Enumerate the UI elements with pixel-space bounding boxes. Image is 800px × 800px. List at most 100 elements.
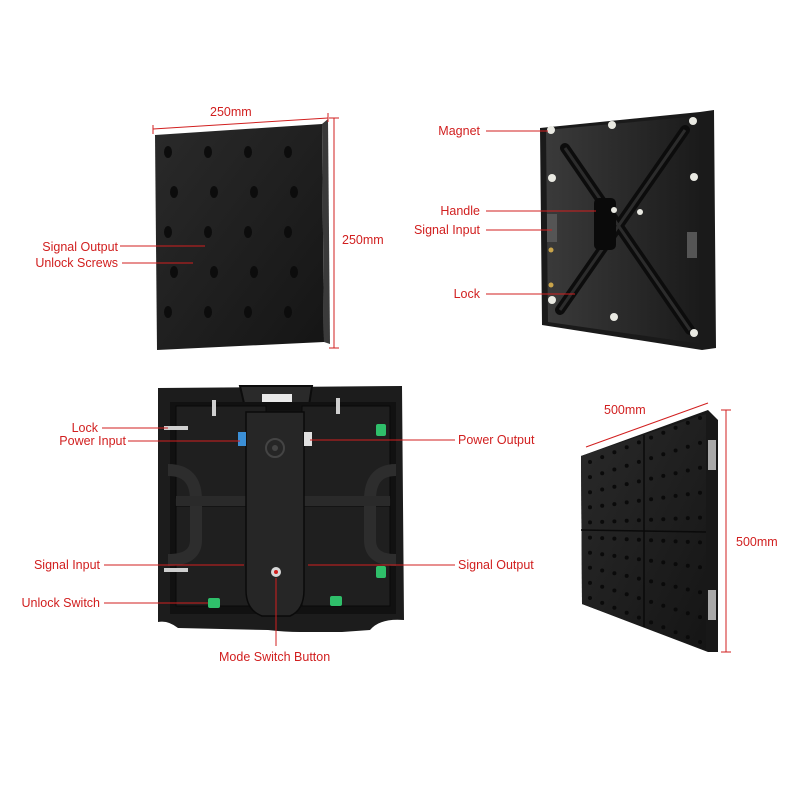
pixel-dot: [612, 553, 617, 558]
pixel-dot: [649, 517, 654, 522]
pixel-dot: [698, 540, 702, 545]
pixel-dot: [624, 555, 629, 560]
pixel-dot: [588, 550, 592, 555]
pixel-dot: [588, 520, 592, 525]
pixel-dot: [649, 620, 654, 625]
pixel-dot: [649, 435, 654, 440]
pixel-dot: [588, 460, 592, 464]
leaders-small-front: [120, 245, 205, 264]
pixel-dot: [612, 502, 617, 507]
module-peg: [210, 186, 218, 198]
pixel-dot: [649, 558, 654, 563]
module-peg: [204, 306, 212, 318]
cabinet-spine: [245, 411, 305, 617]
pixel-dot: [685, 444, 690, 449]
pixel-dot: [673, 516, 678, 521]
pixel-dot: [612, 536, 617, 541]
pixel-dot: [698, 490, 702, 495]
cabinet-front-pixels: [588, 416, 702, 644]
pixel-dot: [624, 610, 629, 615]
module-peg: [284, 306, 292, 318]
module-peg: [204, 146, 212, 158]
module-peg: [290, 186, 298, 198]
module-peg: [170, 186, 178, 198]
pixel-dot: [588, 475, 592, 480]
pixel-dot: [673, 425, 678, 430]
pixel-dot: [661, 495, 666, 500]
pixel-dot: [624, 518, 629, 523]
small-module-connector-left: [547, 214, 557, 242]
pixel-dot: [698, 465, 702, 470]
pixel-dot: [600, 600, 605, 605]
pixel-dot: [698, 615, 702, 620]
pixel-dot: [673, 630, 678, 635]
dim-line-500-height: [721, 409, 731, 653]
module-peg: [244, 306, 252, 318]
unlock-switch-shape: [208, 598, 220, 608]
power-input-connector: [238, 432, 246, 446]
pixel-dot: [636, 596, 641, 601]
pixel-dot: [636, 459, 641, 464]
dim-width-cabinet: 500mm: [604, 403, 646, 417]
pixel-dot: [636, 440, 641, 445]
module-peg: [250, 186, 258, 198]
pixel-dot: [698, 565, 702, 570]
pixel-dot: [624, 463, 629, 468]
pixel-dot: [588, 490, 592, 495]
pixel-dot: [612, 484, 617, 489]
dim-height-cabinet: 500mm: [736, 535, 778, 549]
pixel-dot: [600, 536, 605, 541]
module-peg: [244, 146, 252, 158]
pixel-dot: [636, 479, 641, 484]
pixel-dot: [673, 584, 678, 589]
pixel-dot: [624, 573, 629, 578]
label-signal-output-front: Signal Output: [42, 240, 118, 254]
pixel-dot: [685, 539, 690, 544]
pixel-dot: [698, 515, 702, 520]
pixel-dot: [612, 450, 617, 455]
pixel-dot: [661, 473, 666, 478]
pixel-dot: [612, 519, 617, 524]
pixel-dot: [698, 590, 702, 595]
small-module-front-pegs: [164, 146, 298, 318]
label-unlock-switch: Unlock Switch: [21, 596, 101, 610]
module-peg: [164, 226, 172, 238]
module-peg: [244, 226, 252, 238]
leaders-cabinet-back: [102, 427, 455, 646]
pixel-dot: [685, 635, 690, 640]
pixel-dot: [649, 579, 654, 584]
label-mode-switch-button: Mode Switch Button: [219, 650, 331, 664]
label-lock-cabinet: Lock: [71, 421, 98, 435]
small-module-handle: [594, 198, 616, 250]
pixel-dot: [612, 467, 617, 472]
pixel-dot: [600, 519, 605, 524]
pixel-dot: [588, 580, 592, 585]
pixel-dot: [685, 420, 690, 425]
small-module-front: [155, 119, 330, 350]
pixel-dot: [636, 576, 641, 581]
pixel-dot: [624, 500, 629, 505]
module-peg: [284, 146, 292, 158]
pixel-dot: [600, 503, 605, 508]
pixel-dot: [624, 482, 629, 487]
pixel-dot: [636, 518, 641, 523]
pixel-dot: [612, 605, 617, 610]
small-module-front-edge: [322, 119, 330, 344]
label-unlock-screws: Unlock Screws: [35, 256, 118, 270]
pixel-dot: [649, 599, 654, 604]
pixel-dot: [588, 596, 592, 600]
pixel-dot: [600, 471, 605, 476]
pixel-dot: [600, 552, 605, 557]
pixel-dot: [600, 487, 605, 492]
pixel-dot: [588, 535, 592, 540]
module-peg: [204, 226, 212, 238]
pixel-dot: [588, 505, 592, 510]
module-peg: [284, 226, 292, 238]
pixel-dot: [661, 430, 666, 435]
pixel-dot: [588, 565, 592, 570]
dim-width-small: 250mm: [210, 105, 252, 119]
dim-line-250-width: [152, 113, 329, 134]
pixel-dot: [685, 611, 690, 616]
module-peg: [290, 266, 298, 278]
